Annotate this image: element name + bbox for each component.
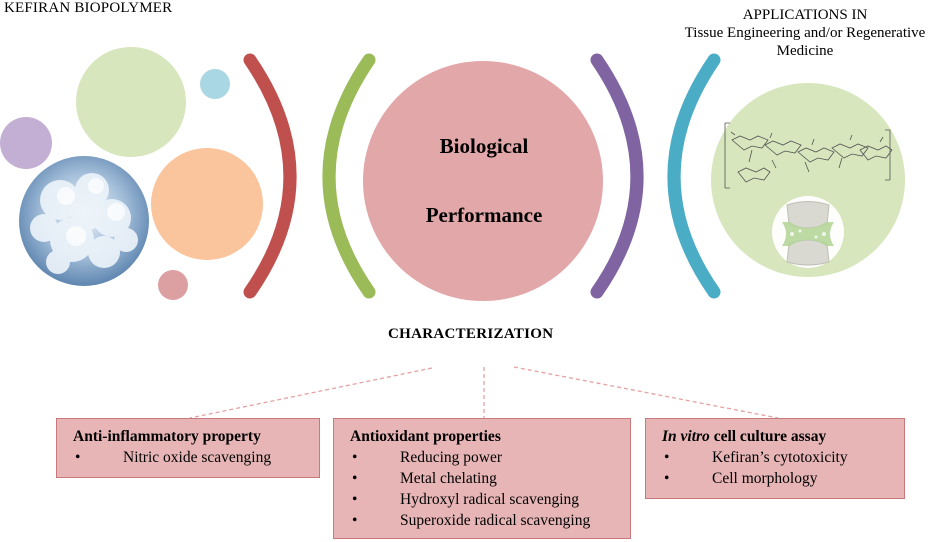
green-arc: [322, 53, 376, 299]
purple-arc: [590, 53, 644, 299]
pink-small-circle: [158, 270, 188, 300]
cell-culture-title-italic: In vitro: [662, 428, 710, 445]
anti-inflammatory-list: Nitric oxide scavenging: [73, 447, 309, 468]
cell-culture-box: In vitro cell culture assay Kefiran’s cy…: [645, 418, 905, 499]
biological-performance-circle: [363, 61, 603, 301]
cell-culture-title-rest: cell culture assay: [709, 428, 827, 445]
orange-circle: [151, 148, 263, 260]
teal-arc: [667, 53, 721, 299]
cell-culture-title: In vitro cell culture assay: [662, 426, 894, 447]
applications-title-line2: Tissue Engineering and/or Regenerative: [684, 25, 926, 41]
characterization-connectors: [189, 366, 779, 419]
cell-culture-list: Kefiran’s cytotoxicity Cell morphology: [662, 447, 894, 489]
red-arc: [243, 53, 297, 299]
applications-title-line1: APPLICATIONS IN: [742, 7, 868, 23]
antioxidant-box: Antioxidant properties Reducing power Me…: [333, 418, 631, 539]
center-label-line1: Biological: [440, 134, 529, 158]
anti-inflammatory-title: Anti-inflammatory property: [73, 428, 261, 445]
list-item: Metal chelating: [350, 468, 620, 489]
center-label-line2: Performance: [426, 203, 543, 227]
kefiran-powder-image: [19, 156, 149, 286]
list-item: Nitric oxide scavenging: [73, 447, 309, 468]
list-item: Hydroxyl radical scavenging: [350, 489, 620, 510]
applications-title: APPLICATIONS IN Tissue Engineering and/o…: [660, 6, 950, 60]
list-item: Reducing power: [350, 447, 620, 468]
antioxidant-title: Antioxidant properties: [350, 428, 501, 445]
joint-cartilage-icon: [772, 196, 844, 268]
purple-small-circle: [0, 117, 52, 169]
list-item: Kefiran’s cytotoxicity: [662, 447, 894, 468]
applications-title-line3: Medicine: [776, 43, 834, 59]
green-circle: [76, 47, 186, 157]
application-circle: [711, 83, 905, 277]
polysaccharide-structure-icon: [724, 122, 893, 189]
kefiran-biopolymer-title: KEFIRAN BIOPOLYMER: [4, 0, 173, 16]
characterization-title: CHARACTERIZATION: [388, 326, 554, 342]
blue-small-circle: [200, 69, 230, 99]
antioxidant-list: Reducing power Metal chelating Hydroxyl …: [350, 447, 620, 531]
list-item: Cell morphology: [662, 468, 894, 489]
anti-inflammatory-box: Anti-inflammatory property Nitric oxide …: [56, 418, 320, 478]
list-item: Superoxide radical scavenging: [350, 510, 620, 531]
